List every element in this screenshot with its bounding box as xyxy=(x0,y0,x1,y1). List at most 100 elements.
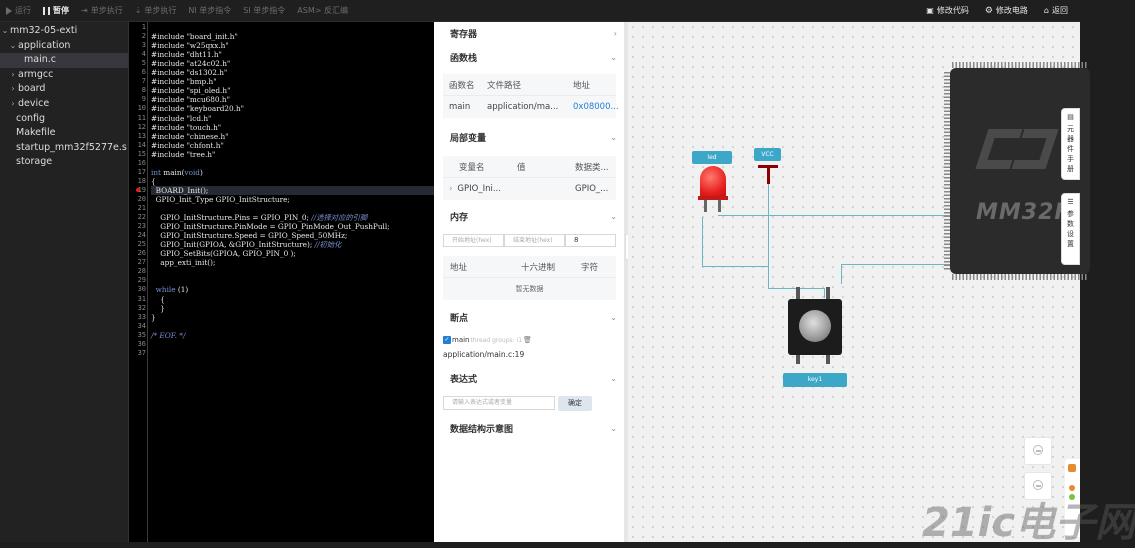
line-number[interactable]: 21 xyxy=(137,204,146,212)
line-number[interactable]: 20 xyxy=(137,194,146,203)
vcc-terminal[interactable] xyxy=(758,165,778,168)
line-number[interactable]: 28 xyxy=(137,267,146,276)
chevron-down-icon: ⌄ xyxy=(9,40,17,50)
line-number[interactable]: 11 xyxy=(137,113,146,122)
wire xyxy=(841,264,842,284)
table-row[interactable]: ›GPIO_Ini... GPIO_... xyxy=(449,184,609,194)
parameter-settings-tab[interactable]: ☰ 参数设置 xyxy=(1061,193,1080,265)
disassemble-button[interactable]: ASM> 反汇编 xyxy=(297,6,348,15)
circuit-canvas[interactable]: led VCC key1 MM32F xyxy=(628,22,1135,546)
back-button[interactable]: ⌂返回 xyxy=(1043,6,1068,15)
breakpoints-section[interactable]: 断点⌄ xyxy=(450,312,617,324)
line-number[interactable]: 26 xyxy=(137,249,146,258)
run-button[interactable]: 运行 xyxy=(0,0,37,22)
trash-icon[interactable]: 🗑 xyxy=(523,336,532,344)
file-tree-item[interactable]: config xyxy=(16,112,46,124)
memory-start-input[interactable]: 开始地址(hex) xyxy=(443,234,504,247)
chevron-right-icon[interactable]: › xyxy=(449,184,453,194)
line-number[interactable]: 17 xyxy=(137,167,146,176)
line-number[interactable]: 3 xyxy=(141,41,146,50)
line-number[interactable]: 37 xyxy=(137,348,146,357)
line-number[interactable]: 35 xyxy=(137,330,146,339)
pause-button[interactable]: 暂停 xyxy=(37,0,75,22)
line-number[interactable]: 27 xyxy=(137,258,146,267)
line-number[interactable]: 30 xyxy=(137,285,146,294)
registers-section[interactable]: 寄存器› xyxy=(450,28,617,40)
led-pin xyxy=(704,200,707,212)
line-number[interactable]: 16 xyxy=(137,158,146,167)
callstack-section[interactable]: 函数栈⌄ xyxy=(450,52,617,64)
si-step-button[interactable]: SI 单步指令 xyxy=(243,6,286,15)
line-number[interactable]: 24 xyxy=(137,231,146,240)
table-row[interactable]: main application/ma... 0x08000... xyxy=(449,102,619,112)
pane-splitter[interactable] xyxy=(129,22,134,542)
locals-section[interactable]: 局部变量⌄ xyxy=(450,132,617,144)
file-tree-item[interactable]: ›armgcc xyxy=(0,68,128,83)
breakpoint-marker[interactable] xyxy=(136,188,140,193)
line-number[interactable]: 31 xyxy=(137,294,146,303)
line-number[interactable]: 8 xyxy=(141,86,146,95)
line-number[interactable]: 29 xyxy=(137,276,146,285)
vcc-label[interactable]: VCC xyxy=(754,148,781,161)
line-number[interactable]: 22 xyxy=(137,213,146,222)
line-number[interactable]: 5 xyxy=(141,59,146,68)
memory-section[interactable]: 内存⌄ xyxy=(450,211,617,223)
ni-step-button[interactable]: NI 单步指令 xyxy=(188,6,232,15)
line-number[interactable]: 14 xyxy=(137,140,146,149)
step-over-button[interactable]: ⇥单步执行 xyxy=(81,5,123,15)
file-tree-item[interactable]: ›board xyxy=(0,82,128,97)
line-number[interactable]: 6 xyxy=(141,68,146,77)
memory-end-input[interactable]: 结束地址(hex) xyxy=(504,234,565,247)
wire xyxy=(718,215,950,216)
zoom-in-button[interactable] xyxy=(1024,472,1052,500)
line-number[interactable]: 25 xyxy=(137,240,146,249)
memory-size-input[interactable]: 8 xyxy=(565,234,616,247)
file-tree-item[interactable]: ›device xyxy=(0,97,128,112)
wire xyxy=(702,266,769,267)
line-number[interactable]: 13 xyxy=(137,131,146,140)
code-line: GPIO_SetBits(GPIOA, GPIO_PIN_0 ); xyxy=(151,249,296,259)
play-icon xyxy=(6,6,12,15)
zoom-out-button[interactable] xyxy=(1024,437,1052,465)
line-number[interactable]: 2 xyxy=(141,32,146,41)
line-number[interactable]: 7 xyxy=(141,77,146,86)
code-icon: ▣ xyxy=(926,6,934,15)
file-tree-item[interactable]: ⌄application xyxy=(0,39,128,54)
project-root[interactable]: ⌄mm32-05-exti xyxy=(0,24,128,39)
datastruct-section[interactable]: 数据结构示意图⌄ xyxy=(450,423,617,435)
line-number[interactable]: 15 xyxy=(137,149,146,158)
file-tree-item[interactable]: main.c xyxy=(0,53,128,68)
line-number[interactable]: 10 xyxy=(137,104,146,113)
line-number[interactable]: 34 xyxy=(137,321,146,330)
step-into-button[interactable]: ⇣单步执行 xyxy=(134,5,177,15)
push-button-component[interactable] xyxy=(788,287,842,364)
edit-code-button[interactable]: ▣修改代码 xyxy=(926,6,969,15)
breakpoint-checkbox[interactable]: ✓ xyxy=(443,336,451,344)
file-tree-item[interactable]: storage xyxy=(16,156,53,168)
line-number[interactable]: 18 xyxy=(137,176,146,185)
expressions-section[interactable]: 表达式⌄ xyxy=(450,373,617,385)
line-number[interactable]: 32 xyxy=(137,303,146,312)
expression-input[interactable]: 请输入表达式或者变量 xyxy=(443,396,555,410)
line-number[interactable]: 36 xyxy=(137,339,146,348)
code-line: #include "tree.h" xyxy=(151,149,216,159)
code-line: /* EOF. */ xyxy=(151,330,186,340)
led-component[interactable] xyxy=(698,166,728,216)
component-manual-tab[interactable]: ▤ 元器件手册 xyxy=(1061,108,1080,180)
line-number[interactable]: 4 xyxy=(141,50,146,59)
line-number[interactable]: 9 xyxy=(141,95,146,104)
line-number[interactable]: 12 xyxy=(137,122,146,131)
key-label[interactable]: key1 xyxy=(783,373,847,387)
confirm-expression-button[interactable]: 确定 xyxy=(558,396,592,411)
line-number[interactable]: 1 xyxy=(141,23,146,31)
edit-circuit-button[interactable]: ⚙修改电路 xyxy=(984,5,1028,16)
file-tree-item[interactable]: startup_mm32f5277e.s xyxy=(16,141,127,153)
line-number[interactable]: 19 xyxy=(137,185,146,194)
file-tree-item[interactable]: Makefile xyxy=(16,127,56,139)
led-label[interactable]: led xyxy=(692,151,732,164)
warning-badge[interactable] xyxy=(1068,464,1076,472)
line-number[interactable]: 23 xyxy=(137,222,146,231)
line-number[interactable]: 33 xyxy=(137,312,146,321)
